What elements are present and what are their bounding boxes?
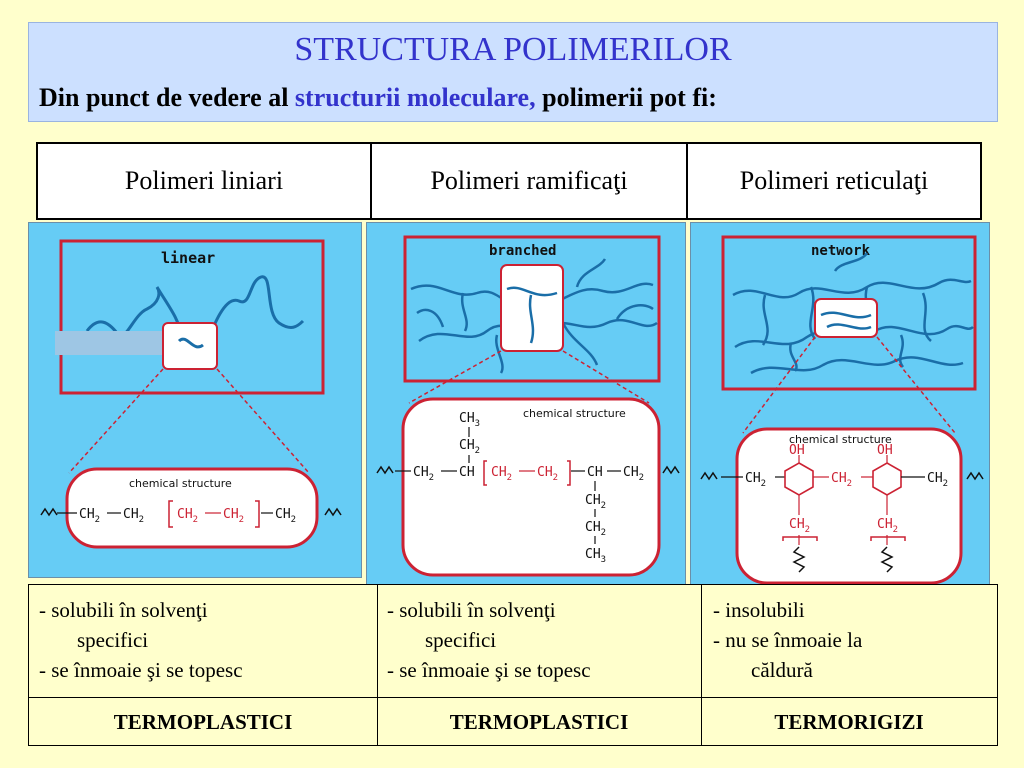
- linear-zoom-line-right: [216, 368, 310, 474]
- svg-text:OH: OH: [877, 443, 893, 458]
- svg-text:CH2: CH2: [831, 471, 852, 489]
- network-chem-box: [735, 427, 963, 585]
- slide-subtitle: Din punct de vedere al structurii molecu…: [39, 83, 717, 113]
- branched-zoom-box: [500, 264, 564, 352]
- svg-text:CH2: CH2: [491, 465, 512, 483]
- class-label-linear: TERMOPLASTICI: [113, 709, 293, 734]
- svg-text:CH2: CH2: [537, 465, 558, 483]
- svg-text:CH2: CH2: [177, 507, 198, 525]
- class-label-branched: TERMOPLASTICI: [449, 709, 629, 734]
- svg-text:CH2: CH2: [459, 438, 480, 456]
- linear-diagram: linear chemical structure CH2 CH2 CH2 CH…: [40, 239, 342, 549]
- svg-text:CH2: CH2: [413, 465, 434, 483]
- svg-text:CH3: CH3: [459, 411, 480, 429]
- prop-line: - se înmoaie şi se topesc: [387, 658, 591, 682]
- slide-title: STRUCTURA POLIMERILOR: [294, 31, 732, 68]
- branched-diagram: branched chemical structure CH3 CH2 CH2: [376, 235, 680, 577]
- branched-chem-box: [401, 397, 661, 577]
- panel-branched: branched chemical structure CH3 CH2 CH2: [366, 222, 686, 586]
- panel-network: network chemical structure CH2 OH: [690, 222, 990, 594]
- svg-text:CH2: CH2: [585, 493, 606, 511]
- linear-overlay-block: [55, 331, 171, 355]
- title-band: STRUCTURA POLIMERILOR Din punct de veder…: [28, 22, 998, 122]
- linear-label: linear: [161, 249, 215, 267]
- subtitle-pre: Din punct de vedere al: [39, 83, 295, 112]
- network-diagram: network chemical structure CH2 OH: [700, 235, 984, 585]
- header-network: Polimeri reticulaţi: [686, 142, 982, 220]
- prop-line: - se înmoaie şi se topesc: [39, 658, 243, 682]
- prop-line: căldură: [751, 658, 813, 682]
- properties-table: - solubili în solvenţi specifici - se în…: [28, 584, 998, 746]
- svg-text:CH2: CH2: [623, 465, 644, 483]
- prop-line: - solubili în solvenţi: [39, 598, 208, 622]
- svg-text:CH2: CH2: [585, 520, 606, 538]
- branched-chem-title: chemical structure: [523, 407, 626, 420]
- linear-wavy-right: [324, 507, 342, 517]
- svg-text:CH: CH: [459, 465, 475, 480]
- linear-chem-box: [65, 467, 319, 549]
- prop-line: specifici: [425, 628, 497, 652]
- svg-text:CH2: CH2: [927, 471, 948, 489]
- props-linear: - solubili în solvenţi specifici - se în…: [39, 595, 243, 685]
- class-label-network: TERMORIGIZI: [774, 709, 924, 734]
- props-network: - insolubili - nu se înmoaie la căldură: [713, 595, 862, 685]
- panel-linear: linear chemical structure CH2 CH2 CH2 CH…: [28, 222, 362, 578]
- linear-zoom-box: [162, 322, 218, 370]
- network-label: network: [811, 243, 871, 259]
- svg-text:CH2: CH2: [275, 507, 296, 525]
- subtitle-highlight: structurii moleculare,: [294, 83, 536, 112]
- props-branched: - solubili în solvenţi specifici - se în…: [387, 595, 591, 685]
- network-zoom-box: [814, 298, 878, 338]
- linear-wavy-left: [40, 507, 58, 517]
- linear-zoom-line-left: [68, 368, 164, 474]
- header-linear: Polimeri liniari: [36, 142, 372, 220]
- svg-text:CH3: CH3: [585, 547, 606, 565]
- linear-chem-title: chemical structure: [129, 477, 232, 490]
- svg-text:CH: CH: [587, 465, 603, 480]
- svg-text:CH2: CH2: [745, 471, 766, 489]
- svg-text:OH: OH: [789, 443, 805, 458]
- svg-text:CH2: CH2: [789, 517, 810, 535]
- prop-line: specifici: [77, 628, 149, 652]
- branched-label: branched: [489, 243, 556, 259]
- svg-text:CH2: CH2: [79, 507, 100, 525]
- svg-text:CH2: CH2: [877, 517, 898, 535]
- svg-text:CH2: CH2: [223, 507, 244, 525]
- network-chem-title: chemical structure: [789, 433, 892, 446]
- subtitle-post: polimerii pot fi:: [535, 83, 717, 112]
- header-branched: Polimeri ramificaţi: [370, 142, 688, 220]
- prop-line: - nu se înmoaie la: [713, 628, 863, 652]
- prop-line: - solubili în solvenţi: [387, 598, 556, 622]
- svg-text:CH2: CH2: [123, 507, 144, 525]
- prop-line: - insolubili: [713, 598, 805, 622]
